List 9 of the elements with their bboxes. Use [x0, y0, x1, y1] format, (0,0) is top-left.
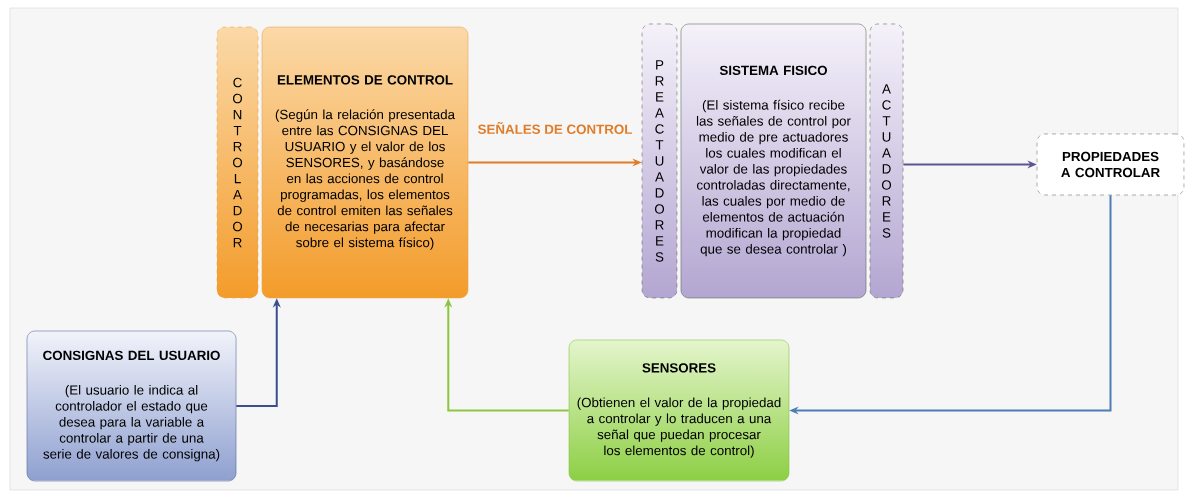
- edge-label: SEÑALES DE CONTROL: [477, 122, 632, 134]
- process-box: SISTEMA FISICO (El sistema físico recibe las señales de control por medio de pre actuadores los cuales modifican el valor de las propiedades controladas directamente, las cuales por medio de elementos de actuación modifican la propiedad que se desea controlar ): [680, 23, 867, 299]
- dashed-side-box: CONTROLADOR: [216, 26, 259, 299]
- dashed-box: PROPIEDADES A CONTROLAR: [1036, 133, 1185, 196]
- process-box: ELEMENTOS DE CONTROL (Según la relación presentada entre las CONSIGNAS DEL USUARIO y el valor de los SENSORES, y basándose en las acciones de control programadas, los elementos de control emiten las señales de necesarias para afectar sobre el sistema físico): [261, 26, 469, 299]
- process-box: SENSORES (Obtienen el valor de la propiedad a controlar y lo traducen a una señal que puedan procesar los elementos de control): [568, 339, 790, 482]
- dashed-side-box: PREACTUADORES: [641, 23, 678, 299]
- dashed-side-box: ACTUADORES: [869, 23, 904, 299]
- process-box: CONSIGNAS DEL USUARIO (El usuario le indica al controlador el estado que desea para la variable a controlar a partir de una serie de valores de consigna): [26, 330, 237, 482]
